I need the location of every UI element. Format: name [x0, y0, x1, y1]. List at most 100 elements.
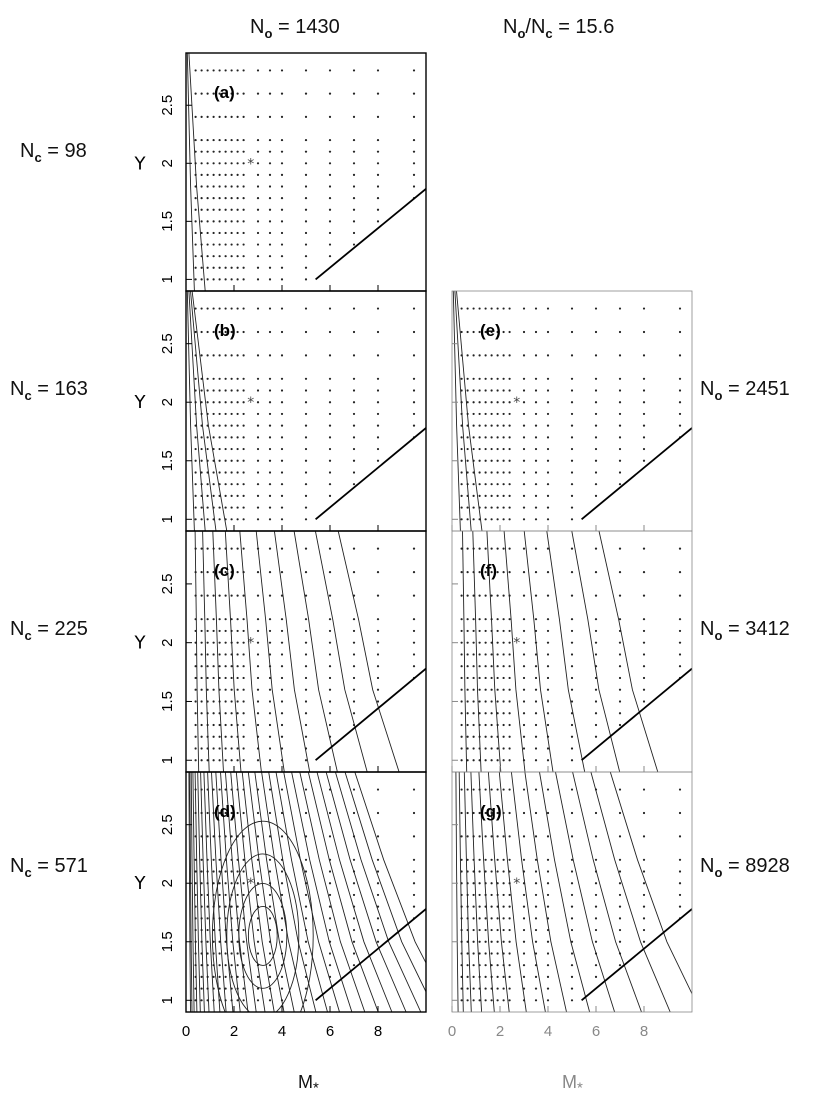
- grid-dot: [256, 835, 260, 838]
- grid-dot: [460, 688, 463, 691]
- grid-dot: [200, 665, 203, 668]
- grid-dot: [206, 447, 209, 451]
- grid-dot: [478, 494, 481, 497]
- grid-dot: [618, 424, 622, 427]
- grid-dot: [412, 788, 416, 791]
- grid-dot: [618, 641, 622, 644]
- grid-dot: [478, 759, 481, 762]
- row-label-left-0: Nc = 98: [20, 140, 87, 165]
- grid-dot: [642, 882, 646, 885]
- grid-dot: [490, 307, 493, 310]
- grid-dot: [230, 987, 233, 990]
- grid-dot: [280, 940, 284, 943]
- grid-dot: [522, 882, 526, 885]
- grid-dot: [256, 940, 260, 943]
- grid-dot: [236, 162, 239, 165]
- header-left: No = 1430: [250, 16, 340, 41]
- grid-dot: [642, 653, 646, 656]
- grid-dot: [472, 618, 475, 621]
- grid-dot: [352, 928, 356, 932]
- grid-dot: [256, 389, 260, 392]
- grid-dot: [194, 424, 197, 427]
- grid-dot: [200, 243, 203, 246]
- grid-dot: [472, 424, 475, 427]
- grid-dot: [212, 882, 215, 885]
- grid-dot: [206, 389, 209, 392]
- grid-dot: [212, 150, 215, 153]
- panel-frame: [451, 771, 693, 1013]
- grid-dot: [472, 882, 475, 885]
- boundary-line: [315, 188, 426, 281]
- grid-dot: [212, 547, 215, 550]
- grid-dot: [236, 255, 239, 258]
- grid-dot: [256, 162, 260, 165]
- grid-dot: [496, 506, 499, 509]
- grid-dot: [508, 377, 511, 380]
- grid-dot: [618, 354, 622, 357]
- grid-dot: [478, 882, 481, 885]
- grid-dot: [224, 138, 227, 142]
- grid-dot: [460, 471, 463, 474]
- grid-dot: [546, 759, 550, 762]
- grid-dot: [268, 676, 272, 680]
- grid-dot: [304, 723, 308, 727]
- grid-dot: [642, 330, 646, 334]
- grid-dot: [460, 917, 463, 920]
- grid-dot: [224, 92, 227, 95]
- row-label-rest: = 2451: [722, 378, 790, 400]
- y-tick-label: 1.5: [159, 931, 176, 952]
- panel-e: *(e): [451, 290, 693, 532]
- grid-dot: [236, 858, 239, 861]
- grid-dot: [376, 811, 380, 815]
- panel-tag: (d): [214, 802, 236, 821]
- grid-dot: [236, 747, 239, 750]
- grid-dot: [280, 255, 284, 258]
- grid-dot: [490, 665, 493, 668]
- contour-line: [344, 772, 426, 993]
- grid-dot: [618, 835, 622, 838]
- grid-dot: [218, 712, 221, 715]
- grid-dot: [200, 712, 203, 715]
- grid-dot: [678, 401, 682, 404]
- grid-dot: [256, 138, 260, 142]
- grid-dot: [212, 893, 215, 897]
- grid-dot: [268, 506, 272, 509]
- grid-dot: [502, 928, 505, 932]
- panel-a: *11.522.5Υ(a): [134, 52, 427, 292]
- grid-dot: [642, 594, 646, 597]
- grid-dot: [594, 629, 598, 633]
- grid-dot: [242, 547, 245, 550]
- grid-dot: [618, 571, 622, 574]
- grid-dot: [594, 928, 598, 932]
- grid-dot: [460, 858, 463, 861]
- grid-dot: [508, 494, 511, 497]
- grid-dot: [534, 952, 538, 955]
- grid-dot: [256, 975, 260, 978]
- plot-area: *: [452, 291, 692, 531]
- grid-dot: [194, 243, 197, 246]
- grid-dot: [236, 665, 239, 668]
- grid-dot: [678, 571, 682, 574]
- grid-dot: [412, 389, 416, 392]
- true-value-marker: *: [513, 636, 520, 652]
- grid-dot: [534, 436, 538, 439]
- grid-dot: [472, 870, 475, 873]
- grid-dot: [218, 964, 221, 967]
- row-label-rest: = 98: [41, 140, 87, 162]
- grid-dot: [546, 618, 550, 621]
- grid-dot: [224, 494, 227, 497]
- grid-dot: [678, 412, 682, 416]
- contour-line: [334, 772, 422, 1012]
- grid-dot: [304, 447, 308, 451]
- grid-dot: [224, 735, 227, 738]
- grid-dot: [200, 928, 203, 932]
- grid-dot: [224, 547, 227, 550]
- grid-dot: [522, 987, 526, 990]
- y-tick-label: 1.5: [159, 691, 176, 712]
- grid-dot: [460, 975, 463, 978]
- grid-dot: [268, 547, 272, 550]
- grid-dot: [466, 882, 469, 885]
- grid-dot: [546, 447, 550, 451]
- grid-dot: [472, 835, 475, 838]
